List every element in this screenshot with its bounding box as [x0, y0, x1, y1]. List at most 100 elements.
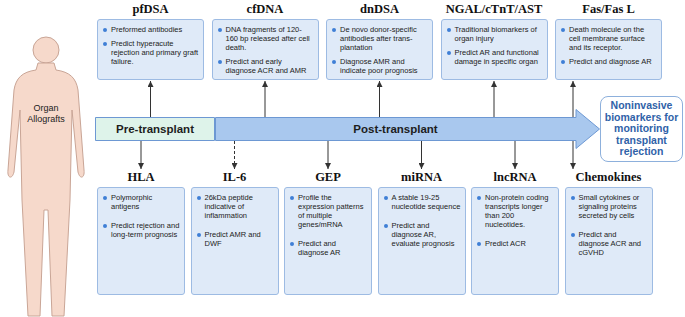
biomarker-card: IL-6 26kDa peptide indicative of inflamma… — [191, 170, 279, 295]
bullet-item: Predict rejection and long-term prognosi… — [102, 221, 180, 239]
biomarker-heading: HLA — [97, 170, 185, 185]
bullet-text: Predict and early diagnose ACR and AMR — [226, 57, 314, 75]
connector-arrow — [141, 141, 142, 169]
biomarker-heading: lncRNA — [471, 170, 559, 185]
biomarker-box: DNA fragments of 120-160 bp released aft… — [212, 19, 319, 80]
bullet-item: Predict ACR — [476, 239, 554, 248]
biomarker-heading: GEP — [284, 170, 372, 185]
bullet-dot — [197, 196, 201, 200]
biomarker-card: NGAL/cTnT/AST Traditional biomarkers of o… — [441, 2, 548, 80]
bullet-item: Diagnose AMR and indicate poor prognosis — [331, 57, 428, 75]
connector-arrow — [573, 141, 574, 169]
bullet-item: Death molecule on the cell membrane surf… — [560, 25, 657, 52]
biomarker-box: Traditional biomarkers of organ injuryPr… — [441, 19, 548, 80]
bullet-text: 26kDa peptide indicative of inflammation — [205, 193, 274, 220]
biomarker-box: Profile the expression patterns of multi… — [284, 187, 372, 295]
bullet-item: Predict and early diagnose ACR and AMR — [217, 57, 314, 75]
bullet-text: Predict AR and functional damage in spec… — [455, 48, 543, 66]
bullet-text: Small cytokines or signaling proteins se… — [579, 193, 648, 220]
bullet-item: 26kDa peptide indicative of inflammation — [196, 193, 274, 220]
bullet-item: A stable 19-25 nucleotide sequence — [383, 193, 461, 211]
bullet-item: Predict and diagnose AR, evaluate progno… — [383, 221, 461, 248]
biomarker-box: Preformed antibodiesPredict hyperacute r… — [97, 19, 204, 80]
connector-arrow — [150, 81, 151, 117]
bullet-text: Predict and diagnose AR, evaluate progno… — [392, 221, 461, 248]
bullet-text: Preformed antibodies — [111, 25, 182, 34]
bullet-dot — [384, 196, 388, 200]
bullet-dot — [447, 28, 451, 32]
timeline-arrow: Post-transplant — [215, 109, 600, 149]
connector-arrow — [515, 141, 516, 169]
bullet-text: Predict and diagnose ACR and cGVHD — [579, 230, 648, 257]
bullet-dot — [332, 60, 336, 64]
bullet-dot — [197, 233, 201, 237]
bullet-dot — [103, 196, 107, 200]
phase-label: Pre-transplant — [116, 123, 194, 136]
bullet-item: Predict AMR and DWF — [196, 230, 274, 248]
bullet-item: Predict and diagnose ACR and cGVHD — [570, 230, 648, 257]
bullet-item: Non-protein coding transcripts longer th… — [476, 193, 554, 229]
biomarker-card: ChemokinesSmall cytokines or signaling p… — [565, 170, 653, 295]
connector-arrow — [265, 81, 266, 117]
bullet-text: Diagnose AMR and indicate poor prognosis — [340, 57, 428, 75]
biomarker-card: miRNAA stable 19-25 nucleotide sequenceP… — [378, 170, 466, 295]
bullet-dot — [218, 60, 222, 64]
bullet-text: Non-protein coding transcripts longer th… — [485, 193, 554, 229]
goal-box: Noninvasive biomarkers for monitoring tr… — [600, 96, 683, 162]
bullet-dot — [561, 60, 565, 64]
biomarker-card: cfDNA DNA fragments of 120-160 bp release… — [212, 2, 319, 80]
bullet-dot — [571, 196, 575, 200]
biomarker-box: Non-protein coding transcripts longer th… — [471, 187, 559, 295]
bullet-item: De novo donor-specific antibodies after … — [331, 25, 428, 52]
biomarker-heading: IL-6 — [191, 170, 279, 185]
bullet-dot — [103, 42, 107, 46]
connector-arrow — [573, 81, 574, 117]
bullet-text: A stable 19-25 nucleotide sequence — [392, 193, 461, 211]
biomarker-box: Polymorphic antigensPredict rejection an… — [97, 187, 185, 295]
biomarker-heading: NGAL/cTnT/AST — [441, 2, 548, 17]
timeline-band: Pre-transplant — [95, 117, 215, 141]
bullet-text: Traditional biomarkers of organ injury — [455, 25, 543, 43]
biomarker-card: Fas/Fas L Death molecule on the cell memb… — [555, 2, 662, 80]
biomarker-box: A stable 19-25 nucleotide sequencePredic… — [378, 187, 466, 295]
bullet-dot — [384, 224, 388, 228]
biomarker-box: Small cytokines or signaling proteins se… — [565, 187, 653, 295]
biomarker-box: Death molecule on the cell membrane surf… — [555, 19, 662, 80]
goal-text: Noninvasive biomarkers for monitoring tr… — [604, 100, 679, 158]
figure-head — [33, 37, 59, 63]
biomarker-card: dnDSA De novo donor-specific antibodies a… — [326, 2, 433, 80]
biomarker-box: 26kDa peptide indicative of inflammation… — [191, 187, 279, 295]
bullet-dot — [290, 196, 294, 200]
biomarker-heading: dnDSA — [326, 2, 433, 17]
bullet-dot — [571, 233, 575, 237]
biomarker-card: GEP Profile the expression patterns of mu… — [284, 170, 372, 295]
connector-arrow — [234, 141, 235, 169]
bullet-text: Predict AMR and DWF — [205, 230, 274, 248]
bullet-item: DNA fragments of 120-160 bp released aft… — [217, 25, 314, 52]
bullet-item: Predict and diagnose AR — [560, 57, 657, 66]
bullet-text: Predict and diagnose AR — [569, 57, 652, 66]
bullet-dot — [218, 28, 222, 32]
biomarker-heading: Fas/Fas L — [555, 2, 662, 17]
bullet-text: DNA fragments of 120-160 bp released aft… — [226, 25, 314, 52]
biomarker-card: pfDSA Preformed antibodiesPredict hyperac… — [97, 2, 204, 80]
bullet-item: Predict hyperacute rejection and primary… — [102, 39, 199, 66]
biomarker-heading: pfDSA — [97, 2, 204, 17]
bullet-text: Predict rejection and long-term prognosi… — [111, 221, 180, 239]
bullet-item: Profile the expression patterns of multi… — [289, 193, 367, 229]
bullet-text: Predict ACR — [485, 239, 526, 248]
bullet-item: Predict AR and functional damage in spec… — [446, 48, 543, 66]
bullet-dot — [477, 196, 481, 200]
bullet-dot — [103, 224, 107, 228]
bullet-item: Small cytokines or signaling proteins se… — [570, 193, 648, 220]
biomarker-card: HLA Polymorphic antigensPredict rejection… — [97, 170, 185, 295]
biomarker-box: De novo donor-specific antibodies after … — [326, 19, 433, 80]
bullet-text: De novo donor-specific antibodies after … — [340, 25, 428, 52]
biomarker-heading: cfDNA — [212, 2, 319, 17]
figure-label: Organ Allografts — [20, 103, 72, 124]
bullet-text: Predict hyperacute rejection and primary… — [111, 39, 199, 66]
phase-label: Post-transplant — [353, 123, 437, 136]
bullet-dot — [290, 242, 294, 246]
bullet-dot — [477, 242, 481, 246]
biomarker-card: lncRNA Non-protein coding transcripts lon… — [471, 170, 559, 295]
